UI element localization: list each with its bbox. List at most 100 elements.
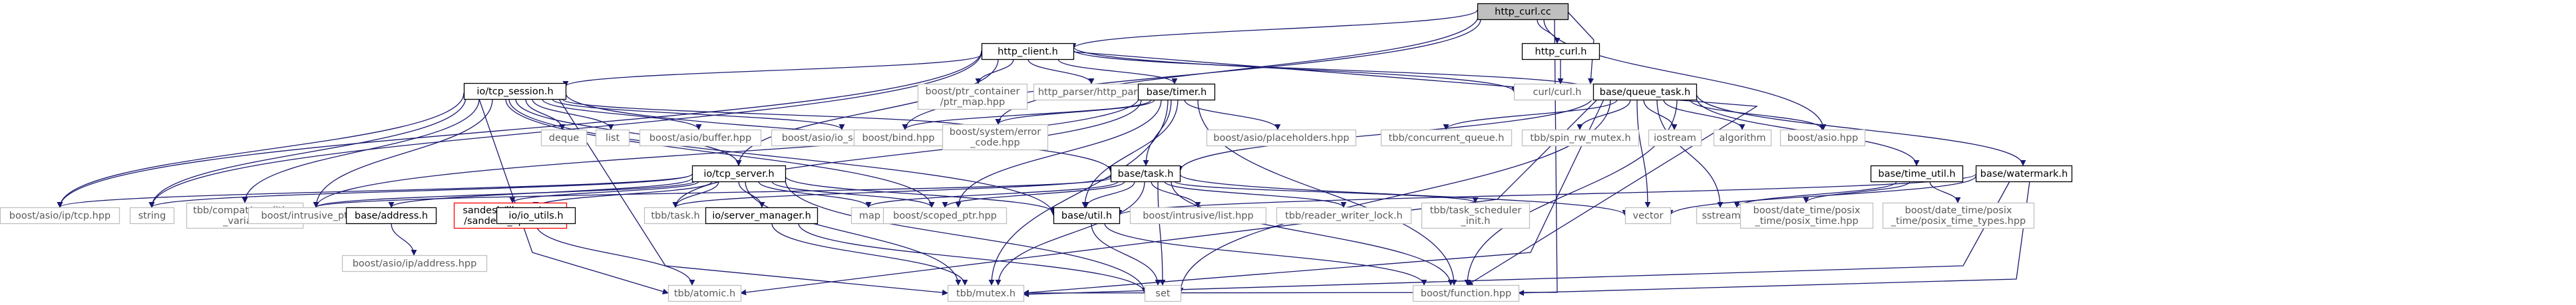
node-http-curl-h[interactable]: http_curl.h (1521, 43, 1600, 60)
edge-tcp_session-to-deque (525, 98, 566, 130)
node-box (1276, 207, 1412, 225)
node-box (1206, 129, 1357, 147)
node-vector: vector (1624, 207, 1672, 225)
node-io-utils[interactable]: io/io_utils.h (496, 207, 576, 225)
edge-watermark-to-mutex (1023, 181, 2010, 298)
node-box (1421, 202, 1531, 229)
edge-util_h-to-set (1091, 223, 1161, 286)
node-address-h[interactable]: base/address.h (345, 207, 437, 225)
node-box (129, 207, 175, 225)
node-http-client[interactable]: http_client.h (981, 43, 1075, 60)
node-box (942, 124, 1049, 151)
node-curl: curl/curl.h (1513, 83, 1601, 101)
node-set: set (1144, 284, 1182, 302)
node-label: boost/bind.hpp (862, 133, 935, 144)
node-time-util[interactable]: base/time_util.h (1870, 165, 1964, 183)
node-posix-time-hpp: boost/date_time/posix_time/posix_time.hp… (1740, 202, 1874, 229)
node-box (1521, 43, 1600, 60)
node-box (667, 284, 742, 302)
node-box (1882, 202, 2035, 229)
edge-timer-to-tbb_task (672, 99, 1142, 208)
node-label: tbb/task_scheduler (1430, 205, 1522, 216)
node-box (691, 165, 787, 183)
node-label: _time/posix_time.hpp (1754, 216, 1858, 227)
node-label: base/queue_task.h (1600, 87, 1690, 98)
node-tbb-task: tbb/task.h (644, 207, 707, 225)
node-server-manager[interactable]: io/server_manager.h (705, 207, 819, 225)
node-label: boost/asio/buffer.hpp (649, 133, 751, 144)
node-tcp-server[interactable]: io/tcp_server.h (691, 165, 787, 183)
node-label: base/task.h (1118, 169, 1174, 179)
node-box (1513, 83, 1601, 101)
node-util-h[interactable]: base/util.h (1053, 207, 1121, 225)
node-box (1592, 83, 1698, 101)
edge-tcp_session-to-atomic (478, 98, 669, 294)
edge-task_h-to-set (1157, 181, 1166, 286)
node-concurrent-queue: tbb/concurrent_queue.h (1380, 129, 1513, 147)
node-label: boost/date_time/posix (1753, 205, 1861, 216)
edge-task_h-to-mutex (995, 181, 1145, 286)
node-ptr-container: boost/ptr_container/ptr_map.hpp (917, 83, 1028, 110)
edge-queue_task-to-spin_rw_mutex (1576, 99, 1631, 130)
edge-queue_task-to-mutex (1023, 99, 1604, 296)
node-box (0, 207, 120, 225)
node-reader-writer-lock: tbb/reader_writer_lock.h (1276, 207, 1412, 225)
node-box (705, 207, 819, 225)
node-box (639, 129, 762, 147)
node-label: io/io_utils.h (508, 211, 563, 221)
node-box (345, 207, 437, 225)
node-label: http_curl.h (1535, 47, 1587, 57)
node-box (1713, 129, 1772, 147)
node-label: string (138, 211, 166, 221)
edge-time_util-to-posix_time_hpp (1803, 181, 1911, 203)
node-box (850, 207, 889, 225)
node-system-error: boost/system/error_code.hpp (942, 124, 1049, 151)
node-box (1740, 202, 1874, 229)
edge-http_client-to-http_parser (1027, 58, 1095, 84)
node-placeholders: boost/asio/placeholders.hpp (1206, 129, 1357, 147)
node-task-h[interactable]: base/task.h (1110, 165, 1181, 183)
node-box (1129, 207, 1267, 225)
node-box (1779, 129, 1866, 147)
edge-root-to-asio_hpp (1543, 19, 1827, 130)
node-bind-hpp: boost/bind.hpp (853, 129, 944, 147)
node-box (1975, 165, 2073, 183)
node-label: boost/asio.hpp (1787, 133, 1858, 144)
node-root[interactable]: http_curl.cc (1477, 3, 1569, 21)
node-label: boost/intrusive/list.hpp (1143, 211, 1254, 221)
node-queue-task[interactable]: base/queue_task.h (1592, 83, 1698, 101)
node-label: boost/asio/placeholders.hpp (1213, 133, 1349, 144)
edge-http_client-to-tcp_session (562, 54, 982, 87)
node-box (540, 129, 588, 147)
node-label: _time/posix_time_types.hpp (1891, 216, 2026, 227)
edge-util_h-to-function_hpp (1104, 223, 1427, 286)
node-tcp-session[interactable]: io/tcp_session.h (463, 82, 567, 100)
edge-timer-to-scoped_ptr (955, 99, 1162, 208)
node-label: io/server_manager.h (712, 211, 811, 221)
node-label: set (1155, 288, 1170, 299)
node-label: boost/asio/ip/address.hpp (353, 258, 477, 269)
edge-http_client-to-function_hpp (1073, 51, 1759, 286)
node-label: boost/intrusive_ptr.hpp (261, 211, 372, 221)
edge-timer-to-mutex (988, 99, 1169, 286)
node-task-scheduler-init: tbb/task_scheduler_init.h (1421, 202, 1531, 229)
node-box (341, 254, 488, 272)
node-scoped-ptr: boost/scoped_ptr.hpp (882, 207, 1008, 225)
node-timer[interactable]: base/timer.h (1137, 83, 1216, 101)
edge-tcp_session-to-intrusive_ptr (313, 98, 493, 208)
edge-tcp_server-to-tcp_hpp (57, 173, 693, 208)
node-label: boost/system/error (950, 127, 1041, 138)
edge-tcp_session-to-io_service_hpp (552, 98, 845, 130)
edge-tcp_session-to-list (532, 98, 614, 130)
edge-server_manager-to-set (798, 223, 1148, 294)
node-label: tbb/mutex.h (956, 288, 1015, 299)
edge-tcp_server-to-util_h (785, 175, 1057, 213)
edge-queue_task-to-concurrent_queue (1443, 99, 1618, 130)
edge-task_h-to-intrusive_ptr (313, 177, 1111, 208)
node-box (1624, 207, 1672, 225)
node-watermark[interactable]: base/watermark.h (1975, 165, 2073, 183)
edge-time_util-to-posix_time_types (1929, 181, 1961, 203)
node-label: http_curl.cc (1495, 7, 1551, 17)
edge-http_client-to-ptr_container (975, 58, 1014, 84)
